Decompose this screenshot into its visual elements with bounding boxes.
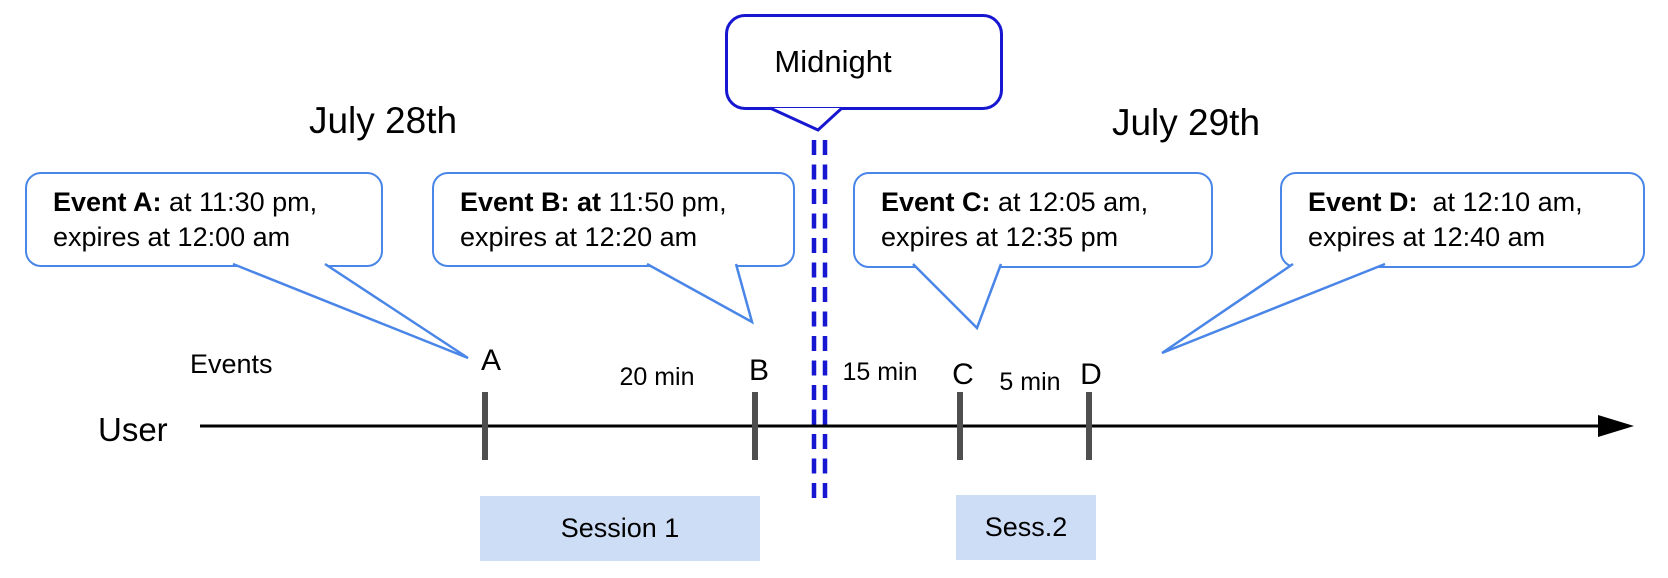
interval-label-5min: 5 min xyxy=(999,368,1061,396)
date-right-label: July 29th xyxy=(1111,102,1261,143)
midnight-callout: Midnight xyxy=(725,14,1003,110)
session-2-label: Sess.2 xyxy=(984,512,1068,542)
event-d-callout: Event D: at 12:10 am, expires at 12:40 a… xyxy=(1280,172,1645,268)
session-1-box: Session 1 xyxy=(480,496,760,561)
midnight-label: Midnight xyxy=(774,44,892,79)
session-2-box: Sess.2 xyxy=(956,495,1096,560)
event-b-callout-tail xyxy=(646,262,754,325)
tick-label-c: C xyxy=(952,358,974,391)
event-a-line2: expires at 12:00 am xyxy=(53,222,291,252)
tick-a xyxy=(482,392,488,460)
event-c-callout-tail xyxy=(912,263,1003,331)
interval-label-20min: 20 min xyxy=(619,363,695,391)
tick-b xyxy=(752,392,758,460)
event-a-line1: Event A: at 11:30 pm, xyxy=(53,187,318,217)
event-d-line1: Event D: at 12:10 am, xyxy=(1308,187,1583,217)
midnight-callout-tail xyxy=(769,106,844,132)
interval-label-15min: 15 min xyxy=(842,358,918,386)
event-b-line2: expires at 12:20 am xyxy=(460,222,698,252)
event-c-callout: Event C: at 12:05 am, expires at 12:35 p… xyxy=(853,172,1213,268)
tick-label-a: A xyxy=(480,344,502,377)
tick-label-d: D xyxy=(1080,358,1102,391)
event-a-callout: Event A: at 11:30 pm, expires at 12:00 a… xyxy=(25,172,383,267)
event-d-line2: expires at 12:40 am xyxy=(1308,222,1546,252)
event-a-callout-tail xyxy=(232,262,469,360)
user-label: User xyxy=(98,411,168,448)
date-left-label: July 28th xyxy=(308,100,458,141)
tick-label-b: B xyxy=(748,354,770,387)
event-c-line2: expires at 12:35 pm xyxy=(881,222,1119,252)
event-b-callout: Event B: at 11:50 pm, expires at 12:20 a… xyxy=(432,172,795,267)
event-b-line1: Event B: at 11:50 pm, xyxy=(460,187,727,217)
event-d-callout-tail xyxy=(1161,262,1386,355)
session-1-label: Session 1 xyxy=(560,513,680,543)
event-c-line1: Event C: at 12:05 am, xyxy=(881,187,1149,217)
tick-c xyxy=(957,392,963,460)
tick-d xyxy=(1086,392,1092,460)
user-timeline-arrowhead xyxy=(1598,415,1634,437)
events-axis-label: Events xyxy=(190,349,273,379)
